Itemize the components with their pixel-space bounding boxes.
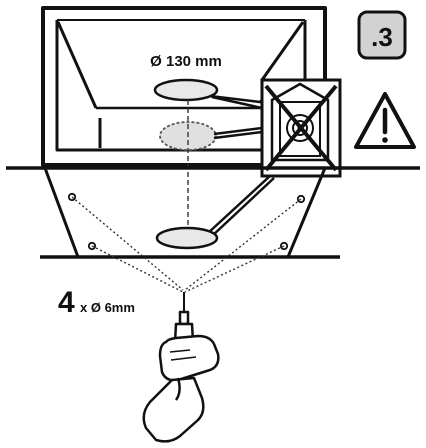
callout-leaders xyxy=(207,94,275,237)
drill-count: 4 xyxy=(58,286,75,319)
hood-base-plate xyxy=(6,166,420,259)
step-badge: .3 xyxy=(357,10,407,60)
warning-triangle-icon xyxy=(354,92,416,149)
drill-size-label: x Ø 6mm xyxy=(80,300,135,315)
step-badge-label: .3 xyxy=(371,22,393,52)
no-chimney-flue-icon xyxy=(260,78,342,178)
top-hole xyxy=(153,78,219,102)
screw-holes xyxy=(67,192,306,251)
drill-guide-lines xyxy=(71,196,302,293)
bottom-hole xyxy=(155,226,219,250)
hole-diameter-label: Ø 130 mm xyxy=(150,53,222,70)
drill-icon xyxy=(142,292,220,443)
